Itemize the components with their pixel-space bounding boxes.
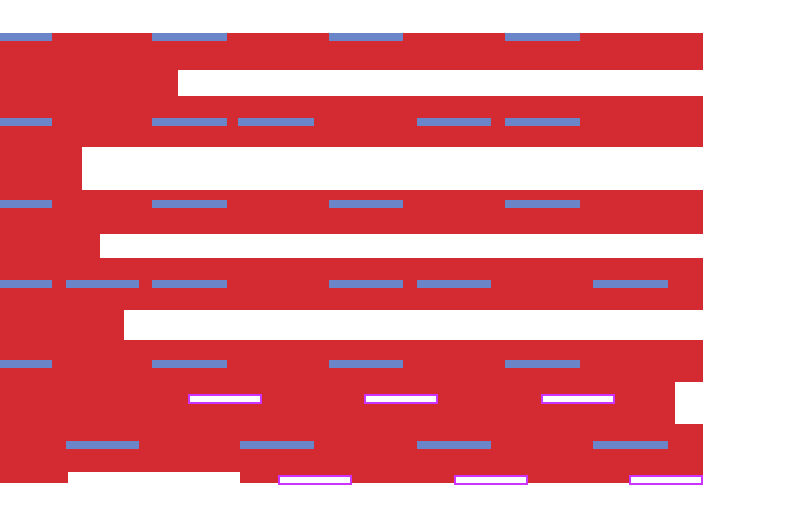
text-line-r5-c4[interactable] [505,360,580,368]
text-line-r6-c1[interactable] [66,441,139,449]
highlight-line-2[interactable] [364,394,438,404]
text-line-r3-c1[interactable] [0,200,52,208]
text-line-r2-c4[interactable] [417,118,491,126]
redaction-band-2 [0,70,178,96]
page-gap-bottom [0,483,799,509]
column-gap-1 [178,70,703,96]
text-line-r5-c1[interactable] [0,360,52,368]
redaction-band-8 [0,310,124,340]
text-line-r1-c3[interactable] [329,33,403,41]
text-line-r4-c3[interactable] [152,280,227,288]
text-line-r6-c4[interactable] [593,441,668,449]
redaction-band-5 [0,190,703,234]
column-gap-6 [68,472,240,483]
text-line-r2-c3[interactable] [238,118,314,126]
redaction-band-12 [0,472,68,483]
redaction-band-4 [0,147,82,190]
redaction-band-3 [0,96,703,147]
page-gap-right [703,0,799,509]
column-gap-2 [82,147,703,190]
redaction-band-6 [0,234,100,258]
text-line-r3-c4[interactable] [505,200,580,208]
text-line-r1-c2[interactable] [152,33,227,41]
text-line-r2-c1[interactable] [0,118,52,126]
column-gap-3 [100,234,703,258]
text-line-r1-c1[interactable] [0,33,52,41]
column-gap-4 [124,310,703,340]
highlight-line-1[interactable] [188,394,262,404]
highlight-line-6[interactable] [629,475,703,485]
text-line-r1-c4[interactable] [505,33,580,41]
column-gap-5 [675,382,703,424]
text-line-r6-c2[interactable] [240,441,314,449]
text-line-r6-c3[interactable] [417,441,491,449]
text-line-r3-c3[interactable] [329,200,403,208]
text-line-r5-c2[interactable] [152,360,227,368]
highlight-line-4[interactable] [278,475,352,485]
page-gap-top [0,0,799,33]
text-line-r2-c5[interactable] [505,118,580,126]
text-line-r4-c5[interactable] [417,280,491,288]
text-line-r3-c2[interactable] [152,200,227,208]
text-line-r4-c1[interactable] [0,280,52,288]
text-line-r4-c4[interactable] [329,280,403,288]
text-line-r4-c2[interactable] [66,280,139,288]
highlight-line-3[interactable] [541,394,615,404]
text-line-r5-c3[interactable] [329,360,403,368]
text-line-r4-c6[interactable] [593,280,668,288]
highlight-line-5[interactable] [454,475,528,485]
text-line-r2-c2[interactable] [152,118,227,126]
